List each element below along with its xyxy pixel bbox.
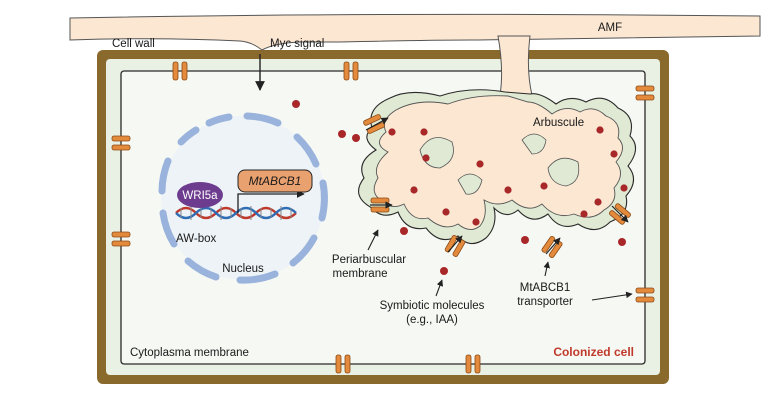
dna-rungs bbox=[180, 206, 292, 220]
colonized-cell-label: Colonized cell bbox=[553, 345, 634, 359]
transporter bbox=[111, 231, 131, 247]
molecule-dot bbox=[580, 210, 588, 218]
label-pointers bbox=[367, 229, 633, 301]
transporter bbox=[635, 85, 655, 101]
symbiotic-molecules-label-line2: (e.g., IAA) bbox=[406, 314, 458, 326]
molecule-dot bbox=[400, 227, 408, 235]
arbuscule-inner-lobe bbox=[457, 173, 483, 195]
molecule-dot bbox=[388, 128, 396, 136]
wri5a-label: WRI5a bbox=[182, 190, 218, 202]
transporter-label-line2: transporter bbox=[517, 296, 573, 308]
periarbuscular-label-line2: membrane bbox=[333, 268, 388, 280]
molecule-dot bbox=[596, 126, 604, 134]
transporter bbox=[370, 197, 390, 213]
myc-signal-label: Myc signal bbox=[270, 38, 324, 50]
molecule-dot bbox=[442, 208, 450, 216]
symbiotic-molecules bbox=[292, 100, 628, 275]
nucleus-label: Nucleus bbox=[222, 263, 264, 275]
transporter bbox=[465, 354, 481, 374]
transporters-on-periarbuscular-membrane bbox=[363, 114, 631, 259]
hypha-stalk bbox=[497, 35, 533, 96]
transporter bbox=[541, 235, 563, 259]
mtabcb1-gene-label: MtABCB1 bbox=[249, 174, 302, 188]
periarbuscular-label-line1: Periarbuscular bbox=[332, 254, 406, 266]
amf-hypha bbox=[69, 13, 761, 51]
molecule-dot bbox=[352, 134, 360, 142]
molecule-dot bbox=[521, 236, 529, 244]
symbiotic-molecules-label-line1: Symbiotic molecules bbox=[380, 300, 485, 312]
transport-arrows bbox=[365, 117, 629, 255]
molecule-dot bbox=[620, 184, 628, 192]
transporter bbox=[335, 354, 351, 374]
nucleus-interior bbox=[161, 116, 325, 280]
molecule-dot bbox=[472, 218, 480, 226]
molecule-dot bbox=[338, 130, 346, 138]
dna-helix bbox=[175, 206, 297, 220]
transporters-on-cytoplasma-membrane bbox=[111, 61, 655, 374]
mtabcb1-gene-box bbox=[237, 169, 313, 193]
nuclear-envelope bbox=[158, 112, 328, 284]
transporter bbox=[635, 287, 655, 303]
molecule-dot bbox=[292, 100, 300, 108]
amf-label: AMF bbox=[598, 22, 622, 34]
molecule-dot bbox=[476, 160, 484, 168]
transporter bbox=[172, 61, 188, 81]
arbuscule-inner-lobe bbox=[521, 133, 547, 155]
transporter bbox=[111, 135, 131, 151]
arbuscule-branches bbox=[373, 95, 623, 230]
molecule-dot bbox=[420, 128, 428, 136]
molecule-dot bbox=[594, 198, 602, 206]
molecule-dot bbox=[422, 154, 430, 162]
molecule-dot bbox=[610, 150, 618, 158]
transporter bbox=[343, 61, 359, 81]
cytoplasma-membrane-label: Cytoplasma membrane bbox=[130, 347, 249, 359]
arbuscule-label: Arbuscule bbox=[533, 117, 584, 129]
molecule-dot bbox=[618, 238, 626, 246]
transporter-label-line1: MtABCB1 bbox=[520, 282, 571, 294]
molecule-dot bbox=[410, 186, 418, 194]
molecule-dot bbox=[504, 186, 512, 194]
molecule-dot bbox=[540, 182, 548, 190]
cell-wall-label: Cell wall bbox=[112, 38, 155, 50]
molecule-dot bbox=[440, 267, 448, 275]
arbuscule-inner-lobe bbox=[547, 157, 580, 187]
transcription-arrow bbox=[237, 190, 305, 213]
aw-box-label: AW-box bbox=[176, 233, 217, 245]
wri5a-protein bbox=[177, 182, 223, 208]
